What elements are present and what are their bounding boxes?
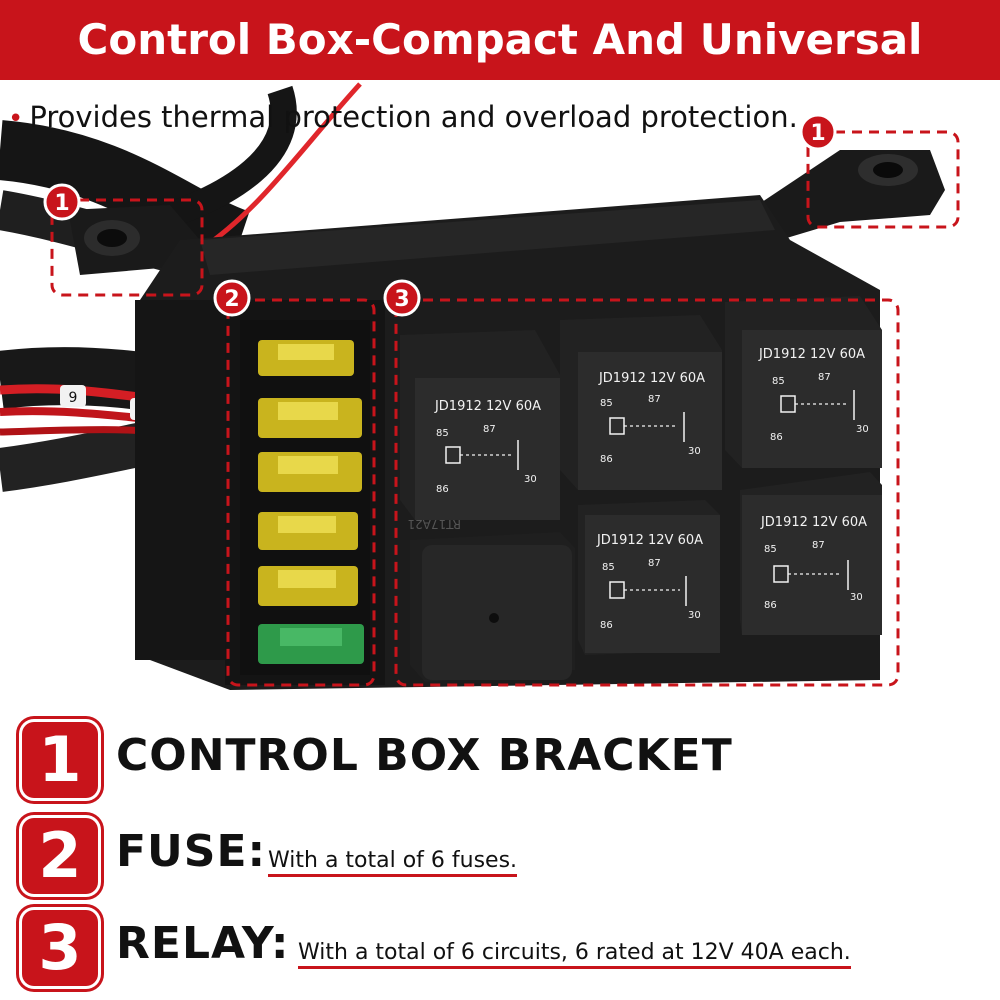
callout-badge-bracket-left: 1 [43, 183, 81, 221]
svg-text:30: 30 [850, 592, 863, 603]
title-banner: Control Box-Compact And Universal Design [0, 0, 1000, 144]
svg-text:86: 86 [764, 600, 777, 611]
legend-description: With a total of 6 fuses. [268, 848, 518, 877]
svg-text:87: 87 [818, 372, 831, 383]
relay-2: JD1912 12V 60A 85 87 86 30 [560, 315, 722, 490]
callout-frames [50, 130, 960, 687]
relay-4-model: JD1912 12V 60A [596, 533, 703, 548]
svg-text:1: 1 [54, 191, 69, 216]
svg-text:86: 86 [600, 620, 613, 631]
callout-badge-bracket-right: 1 [799, 113, 837, 151]
relay-2-model: JD1912 12V 60A [598, 371, 705, 386]
legend-label: FUSE: [116, 826, 267, 877]
legend-item-bracket: 1 CONTROL BOX BRACKET [22, 722, 992, 812]
fuse [258, 566, 358, 606]
fuse [258, 624, 364, 664]
svg-text:87: 87 [648, 394, 661, 405]
fuse [258, 398, 362, 438]
svg-text:30: 30 [688, 610, 701, 621]
legend-description: With a total of 6 circuits, 6 rated at 1… [298, 940, 851, 969]
svg-text:30: 30 [524, 474, 537, 485]
svg-text:3: 3 [394, 287, 409, 312]
svg-text:85: 85 [600, 398, 613, 409]
svg-text:1: 1 [810, 121, 825, 146]
legend-number-badge: 3 [22, 910, 98, 986]
bullet-icon: • [8, 104, 24, 134]
svg-text:86: 86 [436, 484, 449, 495]
svg-text:86: 86 [770, 432, 783, 443]
subtitle-text: Provides thermal protection and overload… [29, 100, 798, 134]
relay-5-model: JD1912 12V 60A [760, 515, 867, 530]
relay-3: JD1912 12V 60A 85 87 86 30 [725, 296, 882, 468]
right-bracket [750, 150, 945, 240]
legend-item-relay: 3 RELAY: With a total of 6 circuits, 6 r… [22, 910, 992, 1000]
relay-cover: RT17A21 [407, 517, 575, 682]
control-box-photo: 9 7 JD1912 12V 60A 85 [0, 82, 960, 690]
svg-text:30: 30 [856, 424, 869, 435]
legend-item-fuse: 2 FUSE: With a total of 6 fuses. [22, 818, 992, 908]
relay-5: JD1912 12V 60A 85 87 86 30 [740, 472, 882, 635]
wire-label-9: 9 [69, 390, 78, 406]
relay-callout [394, 298, 900, 687]
subtitle: •Provides thermal protection and overloa… [8, 100, 798, 134]
fuse [258, 452, 362, 492]
svg-text:30: 30 [688, 446, 701, 457]
legend-label: CONTROL BOX BRACKET [116, 730, 733, 781]
legend-number-badge: 1 [22, 722, 98, 798]
svg-text:85: 85 [436, 428, 449, 439]
fuse [258, 340, 354, 376]
callout-badge-relay: 3 [383, 279, 421, 317]
legend-number-badge: 2 [22, 818, 98, 894]
svg-text:86: 86 [600, 454, 613, 465]
svg-text:2: 2 [224, 287, 239, 312]
relay-block: JD1912 12V 60A 85 87 86 30 JD1912 12V 60… [400, 296, 882, 682]
svg-text:85: 85 [602, 562, 615, 573]
fuse-panel [240, 320, 370, 675]
box-code: RT17A21 [407, 517, 461, 531]
relay-4: JD1912 12V 60A 85 87 86 30 [578, 500, 720, 655]
svg-text:87: 87 [812, 540, 825, 551]
left-bracket [68, 205, 200, 275]
relay-3-model: JD1912 12V 60A [758, 347, 865, 362]
relay-1-model: JD1912 12V 60A [434, 399, 541, 414]
legend-label: RELAY: [116, 918, 290, 969]
svg-text:85: 85 [764, 544, 777, 555]
page-title: Control Box-Compact And Universal Design [77, 15, 923, 144]
callout-badge-fuse: 2 [213, 279, 251, 317]
svg-text:87: 87 [648, 558, 661, 569]
fuse [258, 512, 358, 550]
svg-text:87: 87 [483, 424, 496, 435]
fuse-callout [226, 298, 376, 687]
relay-1: JD1912 12V 60A 85 87 86 30 [400, 330, 560, 520]
svg-text:85: 85 [772, 376, 785, 387]
